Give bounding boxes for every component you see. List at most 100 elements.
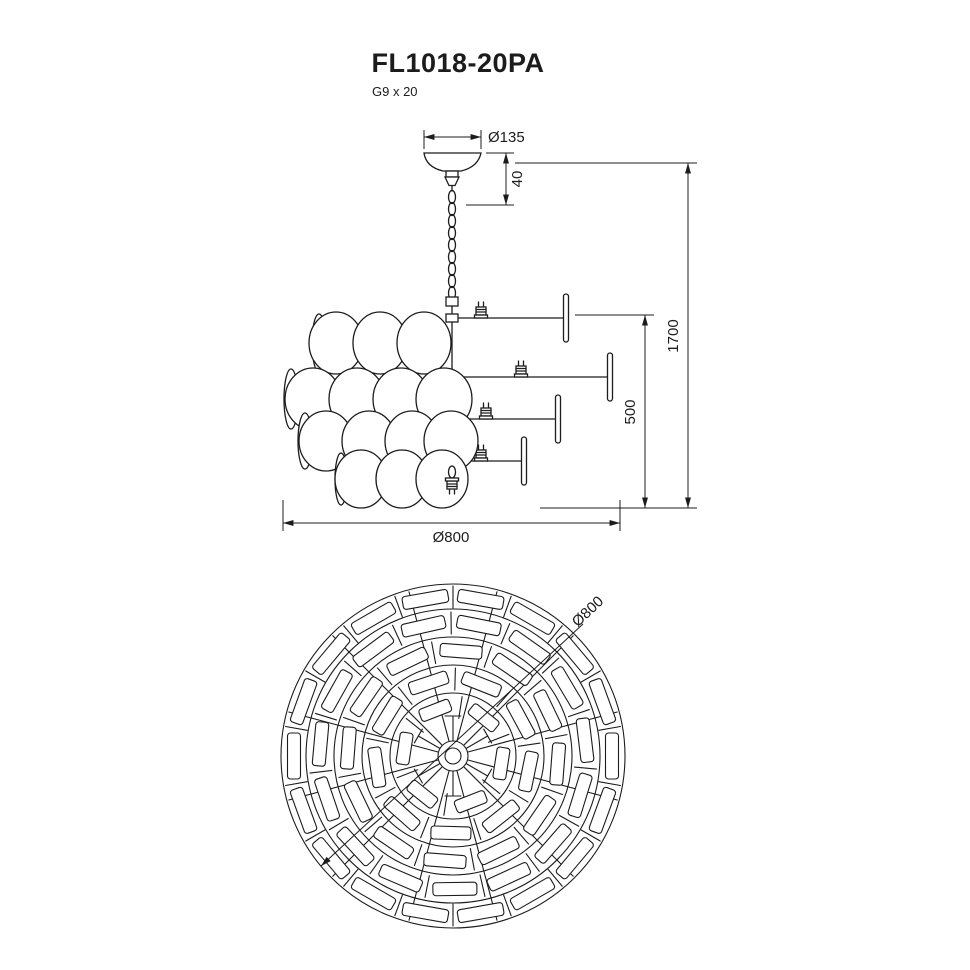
plan-connector — [558, 814, 580, 827]
plan-connector — [517, 742, 541, 747]
plan-disc-bar — [604, 732, 620, 780]
plan-connector — [366, 737, 389, 744]
chain-link — [447, 225, 457, 241]
plan-disc-bar — [453, 790, 488, 814]
plan-connector — [544, 734, 568, 740]
plan-connector — [523, 679, 542, 696]
plan-disc-bar — [456, 588, 505, 610]
plan-disc-bar — [477, 836, 520, 866]
chain-link — [447, 201, 457, 217]
plan-connector — [424, 875, 430, 898]
plan-center-arm — [465, 735, 489, 750]
plan-connector — [573, 766, 597, 770]
plan-disc-bar — [567, 772, 593, 819]
plan-connector — [392, 624, 403, 646]
plan-connector — [473, 818, 482, 841]
plan-center-crossbar — [413, 728, 423, 744]
plan-connector — [547, 868, 563, 887]
plan-spoke — [408, 591, 450, 742]
plan-connector — [598, 781, 621, 787]
stem-collar — [445, 313, 459, 323]
plan-disc-bar — [400, 615, 447, 638]
plan-disc-bar — [518, 750, 539, 793]
plan-connector — [513, 826, 530, 845]
g9-socket — [473, 301, 489, 319]
plan-circle — [280, 583, 626, 929]
plan-disc-bar — [401, 902, 450, 924]
plan-disc-bar — [549, 742, 567, 786]
plan-spoke — [463, 635, 574, 746]
plan-disc-bar — [350, 877, 397, 911]
plan-disc-bar — [289, 678, 318, 726]
plan-disc-bar — [491, 652, 533, 686]
dim-fixture-diameter: Ø800 — [282, 500, 621, 546]
plan-connector — [420, 816, 430, 839]
plan-circle — [389, 692, 517, 820]
plan-disc-bar — [350, 601, 397, 635]
plan-spoke — [467, 711, 618, 753]
plan-center-arm — [465, 762, 489, 777]
plan-disc-bar — [286, 732, 302, 780]
plan-connector — [394, 595, 403, 618]
plan-connector — [503, 595, 512, 618]
plan-connector — [567, 709, 590, 718]
side-view — [283, 152, 614, 509]
plan-spoke — [288, 711, 439, 753]
plan-connector — [369, 855, 384, 875]
plan-connector — [396, 769, 419, 779]
plan-connector — [314, 712, 337, 721]
plan-disc-bar — [407, 670, 450, 696]
plan-disc-bar — [555, 837, 594, 880]
plan-connector — [375, 786, 396, 799]
plan-connector — [338, 772, 362, 778]
plan-connector — [580, 670, 601, 683]
plan-disc-bar — [523, 794, 557, 836]
plan-disc-bar — [455, 614, 502, 637]
plan-center-crossbar — [483, 728, 493, 744]
glass-discs — [283, 311, 479, 509]
plan-disc-bar — [418, 698, 453, 722]
fixture-diameter-label: Ø800 — [433, 529, 470, 546]
chain-link — [447, 237, 457, 253]
plan-connector — [458, 696, 463, 719]
plan-connector — [500, 623, 511, 645]
plan-disc-bar — [432, 881, 478, 897]
plan-disc-bar — [423, 852, 467, 870]
plan-disc-bar — [509, 877, 556, 911]
plan-disc-bar — [373, 826, 415, 860]
plan-spoke — [463, 766, 574, 877]
plan-connector — [431, 641, 437, 665]
plan-disc-bar — [321, 669, 353, 713]
plan-disc-bar — [395, 731, 414, 766]
plan-disc-bar — [533, 689, 563, 732]
plan-circle — [305, 608, 601, 904]
plan-connector — [454, 667, 456, 691]
plan-disc-bar — [492, 746, 511, 781]
dim-canopy-diameter: Ø135 — [423, 129, 525, 149]
plan-disc-bar — [430, 825, 472, 841]
plan-disc-bar — [508, 629, 551, 665]
plan-connector — [482, 779, 501, 795]
plan-disc-bar — [439, 642, 483, 660]
plan-disc-bar — [550, 666, 584, 710]
chain-link — [447, 273, 457, 289]
plan-spoke — [408, 770, 450, 921]
edge-on-disc — [554, 394, 562, 444]
plan-disc-bar — [314, 776, 341, 822]
plan-disc-bar — [505, 699, 536, 740]
plan-disc-bar — [339, 726, 357, 770]
fixture-height-label: 500 — [622, 399, 639, 424]
chain-link — [447, 189, 457, 205]
ceiling-canopy — [423, 152, 482, 192]
plan-connector — [487, 733, 510, 743]
plan-connector — [547, 625, 563, 644]
plan-disc-bar — [289, 786, 318, 834]
plan-connector — [343, 625, 359, 644]
plan-connector — [525, 853, 540, 872]
plan-connector — [541, 786, 563, 796]
plan-disc-bar — [336, 826, 375, 867]
plan-disc-bar — [401, 588, 450, 610]
plan-connector — [405, 717, 424, 733]
dim-suspension-height: 1700 — [515, 162, 697, 509]
